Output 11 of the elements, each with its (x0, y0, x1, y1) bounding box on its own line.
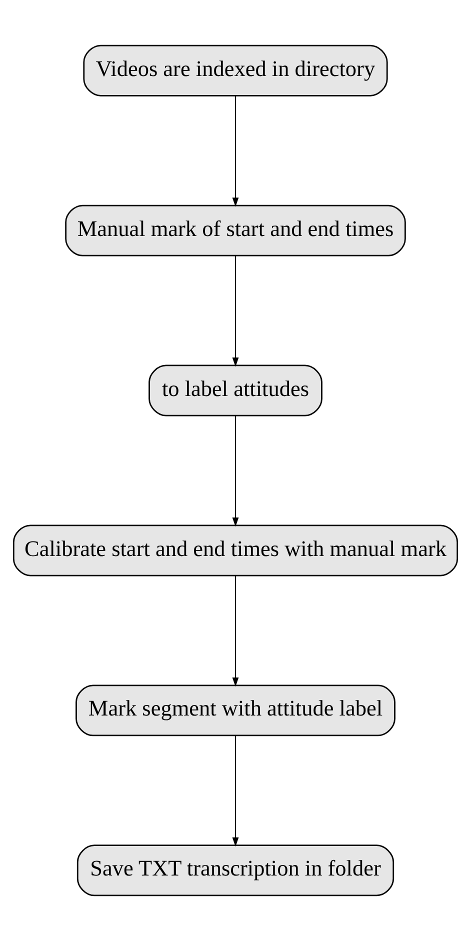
arrow (232, 576, 239, 687)
node-box: Manual mark of start and end times (65, 204, 406, 256)
node-box: Mark segment with attitude label (76, 684, 396, 736)
node-box: Videos are indexed in directory (83, 44, 388, 96)
arrow (232, 256, 239, 367)
node-box: Calibrate start and end times with manual mark (12, 524, 458, 576)
node-box: Save TXT transcription in folder (76, 844, 394, 896)
arrow (232, 416, 239, 527)
node-box: to label attitudes (148, 364, 322, 416)
arrow (232, 96, 239, 207)
arrow (232, 736, 239, 847)
